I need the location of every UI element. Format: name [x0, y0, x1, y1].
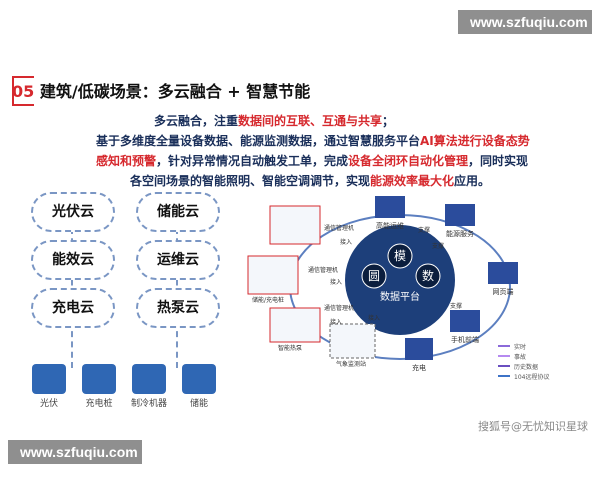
para-line-3: 感知和预警，针对异常情况自动触发工单，完成设备全闭环自动化管理，同时实现 — [96, 152, 528, 169]
side-label-10: 支撑 — [450, 302, 462, 310]
device-label-storage: 储能 — [189, 399, 208, 409]
chiller-icon — [132, 364, 166, 394]
side-label-8: 支撑 — [418, 226, 430, 234]
side-label-9: 支撑 — [432, 242, 444, 250]
legend-incident: 事故 — [514, 353, 526, 361]
para-line-2: 基于多维度全量设备数据、能源监测数据，通过智慧服务平台AI算法进行设备态势 — [96, 132, 530, 149]
center-char-2: 圆 — [368, 269, 380, 283]
center-node-3 — [415, 263, 441, 289]
heading-bracket — [12, 76, 34, 106]
img-box-storage — [247, 255, 299, 295]
heading-number: 05 — [12, 82, 35, 101]
device-label-chiller: 制冷机器 — [130, 399, 167, 409]
cloud-ops: 运维云 — [136, 240, 220, 280]
legend-history: 历史数据 — [514, 363, 538, 371]
heading-title: 建筑/低碳场景：多云融合 + 智慧节能 — [39, 82, 311, 101]
center-char-1: 模 — [394, 249, 406, 263]
side-label-2: 通信管理机 — [308, 266, 338, 274]
screen-web — [488, 262, 518, 284]
screen-mobile — [450, 310, 480, 332]
legend-realtime: 实时 — [514, 343, 526, 351]
img-box-pv — [269, 205, 321, 245]
para-l1c: ； — [382, 114, 395, 128]
source-note: 搜狐号@无忧知识星球 — [478, 420, 588, 433]
battery-icon — [182, 364, 216, 394]
screen-energy — [445, 204, 475, 226]
side-label-4: 接入 — [340, 238, 352, 246]
device-label-pv: 光伏 — [39, 399, 58, 409]
para-l3b: ，针对异常情况自动触发工单，完成 — [156, 154, 349, 168]
side-label-3: 通信管理机 — [324, 304, 354, 312]
cloud-heatpump: 热泵云 — [136, 288, 220, 328]
node-label-mobile: 手机前端 — [451, 335, 479, 344]
node-label-web: 网页端 — [493, 287, 514, 296]
para-l3c: 设备全闭环自动化管理 — [348, 154, 469, 168]
img-box-heatpump — [269, 307, 321, 343]
screen-charge — [405, 338, 433, 360]
img-box-weather — [329, 323, 376, 359]
side-label-13: 气象监测站 — [336, 360, 366, 368]
legend-iec104: 104远程协议 — [514, 373, 549, 381]
device-label-charging: 充电桩 — [85, 399, 113, 409]
para-l3a: 感知和预警 — [96, 154, 157, 168]
para-l2a: 基于多维度全量设备数据、能源监测数据，通过智慧服务平台 — [96, 134, 421, 148]
cloud-efficiency: 能效云 — [31, 240, 115, 280]
node-label-charge: 充电 — [412, 363, 426, 372]
para-line-4: 各空间场景的智能照明、智能空调调节，实现能源效率最大化应用。 — [130, 172, 490, 189]
screen-ops — [375, 196, 405, 218]
cloud-pv: 光伏云 — [31, 192, 115, 232]
side-label-11: 储能/充电桩 — [252, 296, 284, 304]
cloud-storage: 储能云 — [136, 192, 220, 232]
para-l3d: ，同时实现 — [468, 154, 529, 168]
solar-panel-icon — [32, 364, 66, 394]
para-l2b: AI算法进行设备态势 — [420, 134, 530, 148]
platform-circle — [345, 225, 455, 335]
para-l4b: 能源效率最大化 — [370, 174, 455, 188]
center-node-2 — [361, 263, 387, 289]
watermark-bottom: www.szfuqiu.com — [8, 440, 142, 464]
para-l4c: 应用。 — [454, 174, 491, 188]
center-label: 数据平台 — [380, 290, 420, 303]
node-label-ops: 高能运维 — [376, 221, 404, 230]
side-label-5: 接入 — [330, 278, 342, 286]
watermark-top: www.szfuqiu.com — [458, 10, 592, 34]
charging-pile-icon — [82, 364, 116, 394]
node-label-energy: 能源服务 — [446, 229, 474, 238]
center-char-3: 数 — [422, 268, 434, 283]
heading: 05 建筑/低碳场景：多云融合 + 智慧节能 — [12, 78, 310, 102]
legend: 实时 事故 历史数据 104远程协议 — [498, 343, 549, 381]
side-label-6: 接入 — [330, 318, 342, 326]
cloud-charging: 充电云 — [31, 288, 115, 328]
side-label-7: 接入 — [368, 314, 380, 322]
platform-diagram: 模 圆 数 数据平台 高能运维 能源服务 网页端 手机前端 充电 通信管理机 通… — [247, 196, 549, 381]
para-line-1: 多云融合，注重数据间的互联、互通与共享； — [154, 112, 394, 129]
side-label-1: 通信管理机 — [324, 224, 354, 232]
para-l4a: 各空间场景的智能照明、智能空调调节，实现 — [130, 174, 371, 188]
center-node-1 — [387, 243, 413, 269]
para-l1b: 数据间的互联、互通与共享 — [238, 114, 383, 128]
para-l1a: 多云融合，注重 — [154, 114, 239, 128]
side-label-12: 智能热泵 — [278, 344, 302, 352]
